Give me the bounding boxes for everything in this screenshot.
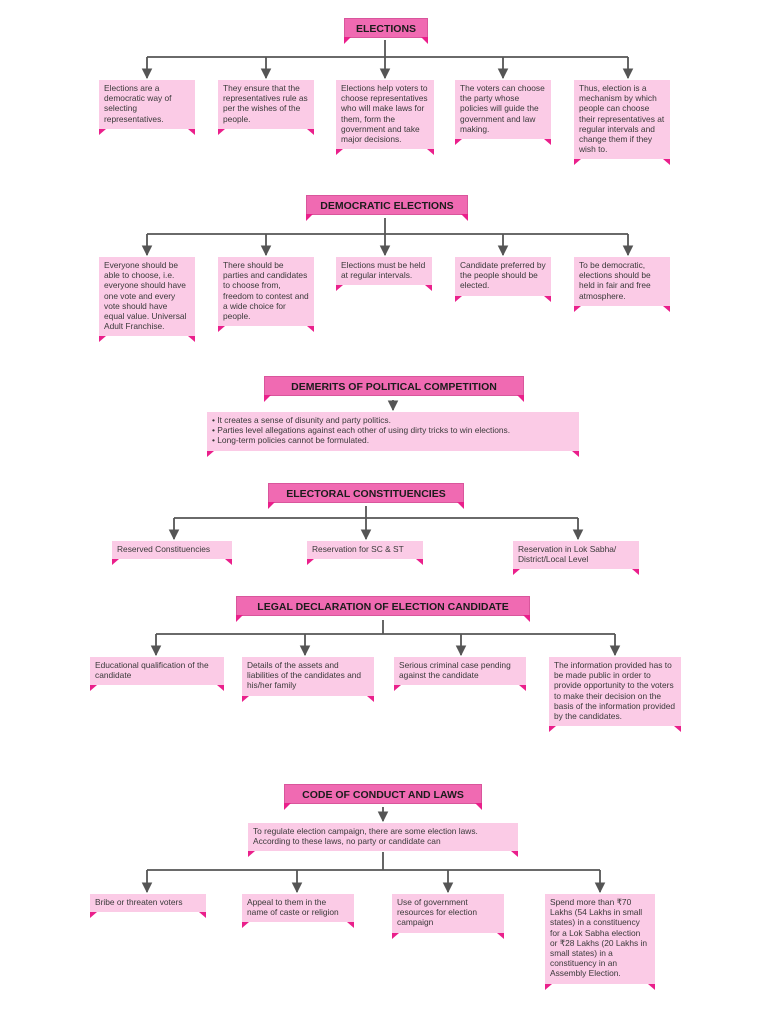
conduct-item-4: Spend more than ₹70 Lakhs (54 Lakhs in s…: [545, 894, 655, 990]
constituencies-item-2: Reservation for SC & ST: [307, 541, 423, 566]
democratic-item-3: Elections must be held at regular interv…: [336, 257, 432, 292]
conduct-item-3: Use of government resources for election…: [392, 894, 504, 939]
democratic-item-5: To be democratic, elections should be he…: [574, 257, 670, 312]
demerits-header: DEMERITS OF POLITICAL COMPETITION: [264, 376, 524, 402]
elections-item-2: They ensure that the representatives rul…: [218, 80, 314, 135]
constituencies-item-3: Reservation in Lok Sabha/ District/Local…: [513, 541, 639, 576]
demerits-item-2: Parties level allegations against each o…: [212, 425, 574, 435]
democratic-item-4: Candidate preferred by the people should…: [455, 257, 551, 302]
code-of-conduct-header: CODE OF CONDUCT AND LAWS: [284, 784, 482, 810]
conduct-item-2: Appeal to them in the name of caste or r…: [242, 894, 354, 929]
legal-item-1: Educational qualification of the candida…: [90, 657, 224, 692]
elections-item-1: Elections are a democratic way of select…: [99, 80, 195, 135]
constituencies-item-1: Reserved Constituencies: [112, 541, 232, 566]
legal-item-4: The information provided has to be made …: [549, 657, 681, 733]
conduct-intro: To regulate election campaign, there are…: [248, 823, 518, 858]
elections-header: ELECTIONS: [344, 18, 428, 44]
constituencies-header: ELECTORAL CONSTITUENCIES: [268, 483, 464, 509]
democratic-item-1: Everyone should be able to choose, i.e. …: [99, 257, 195, 343]
democratic-elections-header: DEMOCRATIC ELECTIONS: [306, 195, 468, 221]
demerits-list-box: It creates a sense of disunity and party…: [207, 412, 579, 457]
legal-item-3: Serious criminal case pending against th…: [394, 657, 526, 692]
conduct-item-1: Bribe or threaten voters: [90, 894, 206, 919]
democratic-item-2: There should be parties and candidates t…: [218, 257, 314, 333]
elections-item-3: Elections help voters to choose represen…: [336, 80, 434, 156]
demerits-item-1: It creates a sense of disunity and party…: [212, 415, 574, 425]
demerits-item-3: Long-term policies cannot be formulated.: [212, 435, 574, 445]
legal-item-2: Details of the assets and liabilities of…: [242, 657, 374, 702]
elections-item-5: Thus, election is a mechanism by which p…: [574, 80, 670, 166]
legal-declaration-header: LEGAL DECLARATION OF ELECTION CANDIDATE: [236, 596, 530, 622]
elections-item-4: The voters can choose the party whose po…: [455, 80, 551, 146]
